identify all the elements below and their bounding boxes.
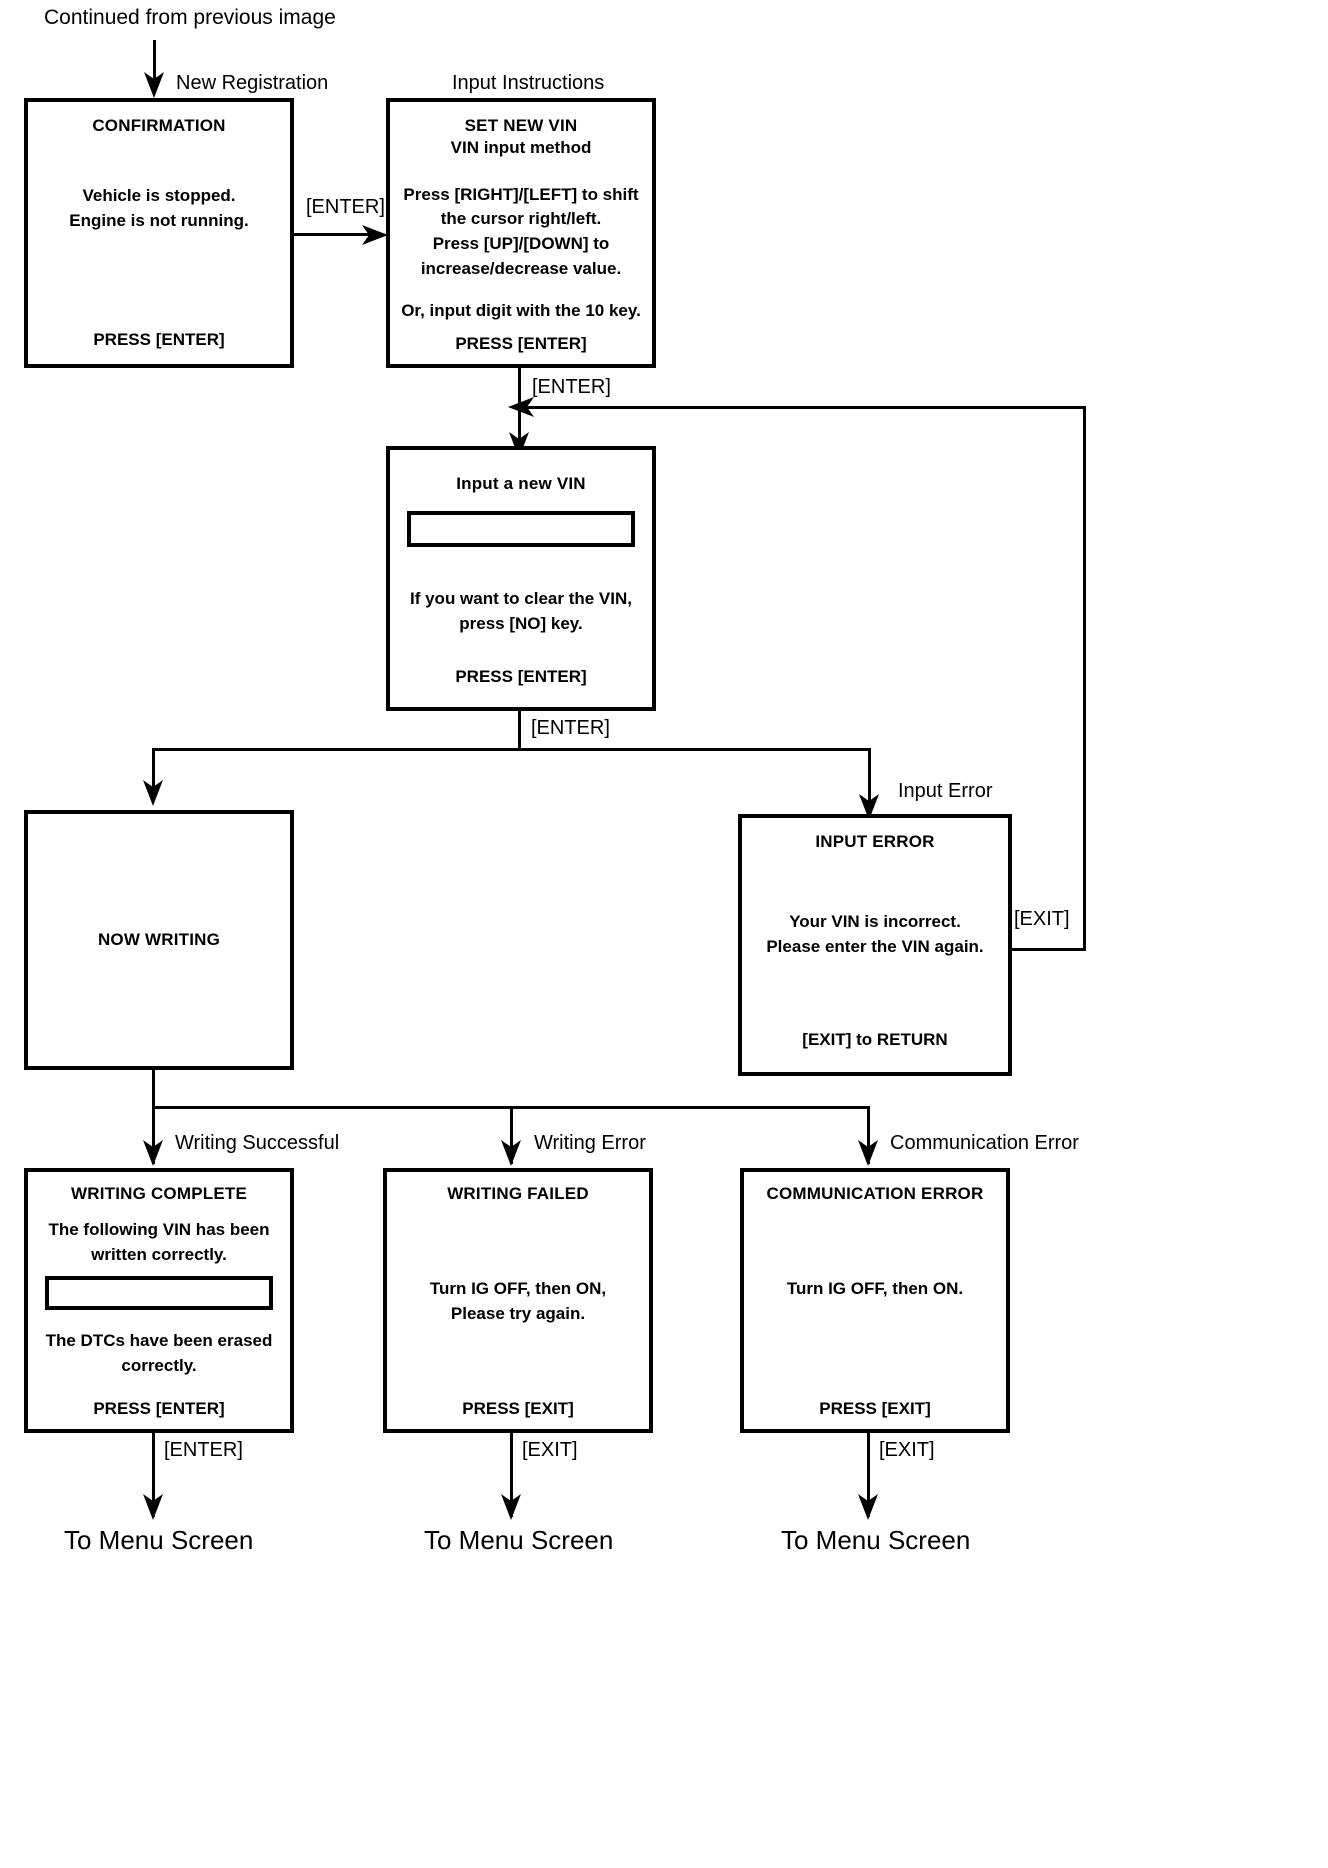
connector-writing-failed-to-menu bbox=[510, 1433, 513, 1517]
writing-complete-title: WRITING COMPLETE bbox=[70, 1184, 248, 1203]
arrowhead-down-icon bbox=[143, 1140, 163, 1166]
writing-complete-line-2: written correctly. bbox=[91, 1244, 227, 1264]
connector-to-communication-error bbox=[867, 1106, 870, 1164]
arrowhead-down-icon bbox=[858, 1494, 878, 1520]
connector-error-return-vertical bbox=[1083, 406, 1086, 951]
connector-error-return-horizontal bbox=[520, 406, 1086, 409]
confirmation-title: CONFIRMATION bbox=[92, 116, 226, 135]
screen-set-new-vin: SET NEW VIN VIN input method Press [RIGH… bbox=[386, 98, 656, 368]
edge-label-enter-1: [ENTER] bbox=[306, 196, 385, 218]
connector-inputvin-down bbox=[518, 711, 521, 750]
terminal-to-menu-screen-2: To Menu Screen bbox=[424, 1525, 614, 1555]
set-new-vin-footer: PRESS [ENTER] bbox=[455, 334, 587, 353]
screen-writing-failed: WRITING FAILED Turn IG OFF, then ON, Ple… bbox=[383, 1168, 653, 1433]
now-writing-title: NOW WRITING bbox=[97, 930, 221, 949]
vin-input-field[interactable] bbox=[407, 511, 635, 547]
caption-communication-error: Communication Error bbox=[890, 1132, 1079, 1154]
connector-note-to-confirmation bbox=[153, 40, 156, 92]
arrowhead-down-icon bbox=[509, 432, 529, 458]
screen-confirmation: CONFIRMATION Vehicle is stopped. Engine … bbox=[24, 98, 294, 368]
writing-failed-title: WRITING FAILED bbox=[447, 1184, 589, 1203]
arrowhead-down-icon bbox=[501, 1140, 521, 1166]
arrowhead-down-icon bbox=[143, 1494, 163, 1520]
set-new-vin-title: SET NEW VIN bbox=[464, 116, 578, 135]
communication-error-footer: PRESS [EXIT] bbox=[819, 1399, 931, 1418]
input-new-vin-footer: PRESS [ENTER] bbox=[455, 667, 587, 686]
communication-error-line-1: Turn IG OFF, then ON. bbox=[786, 1279, 964, 1298]
set-new-vin-subtitle: VIN input method bbox=[450, 138, 592, 157]
confirmation-line-2: Engine is not running. bbox=[69, 210, 249, 230]
caption-writing-error: Writing Error bbox=[534, 1132, 646, 1154]
writing-complete-line-1: The following VIN has been bbox=[48, 1220, 270, 1239]
connector-communication-error-to-menu bbox=[867, 1433, 870, 1517]
edge-label-enter-2: [ENTER] bbox=[532, 376, 611, 398]
set-new-vin-line-3: Press [UP]/[DOWN] to bbox=[432, 233, 610, 253]
input-new-vin-title: Input a new VIN bbox=[456, 474, 586, 493]
arrowhead-down-icon bbox=[858, 1140, 878, 1166]
arrowhead-down-icon bbox=[859, 794, 879, 820]
writing-complete-footer: PRESS [ENTER] bbox=[93, 1399, 225, 1418]
connector-error-exit-horizontal bbox=[1011, 948, 1086, 951]
terminal-to-menu-screen-3: To Menu Screen bbox=[781, 1525, 971, 1555]
input-error-line-1: Your VIN is incorrect. bbox=[789, 912, 961, 931]
screen-communication-error: COMMUNICATION ERROR Turn IG OFF, then ON… bbox=[740, 1168, 1010, 1433]
screen-input-error: INPUT ERROR Your VIN is incorrect. Pleas… bbox=[738, 814, 1012, 1076]
set-new-vin-line-1: Press [RIGHT]/[LEFT] to shift bbox=[403, 184, 639, 204]
writing-complete-line-3: The DTCs have been erased bbox=[45, 1331, 273, 1351]
caption-input-error: Input Error bbox=[898, 780, 993, 802]
caption-new-registration: New Registration bbox=[176, 72, 329, 94]
connector-to-input-error bbox=[868, 748, 871, 816]
connector-to-writing-failed bbox=[510, 1106, 513, 1164]
edge-label-enter-3: [ENTER] bbox=[531, 717, 610, 739]
arrowhead-down-icon bbox=[143, 780, 163, 806]
screen-input-new-vin: Input a new VIN If you want to clear the… bbox=[386, 446, 656, 711]
input-error-footer: [EXIT] to RETURN bbox=[802, 1030, 948, 1049]
written-vin-field bbox=[45, 1276, 273, 1311]
terminal-to-menu-screen-1: To Menu Screen bbox=[64, 1525, 254, 1555]
screen-writing-complete: WRITING COMPLETE The following VIN has b… bbox=[24, 1168, 294, 1433]
connector-to-now-writing bbox=[152, 748, 155, 800]
connector-confirmation-to-setvin bbox=[294, 233, 372, 236]
arrowhead-right-icon bbox=[362, 225, 388, 245]
writing-failed-footer: PRESS [EXIT] bbox=[462, 1399, 574, 1418]
edge-label-exit-bottom-1: [EXIT] bbox=[522, 1439, 578, 1461]
edge-label-enter-bottom: [ENTER] bbox=[164, 1439, 243, 1461]
continued-from-previous-note: Continued from previous image bbox=[44, 6, 336, 29]
caption-writing-successful: Writing Successful bbox=[175, 1132, 340, 1154]
input-new-vin-line-2: press [NO] key. bbox=[459, 613, 583, 633]
confirmation-footer: PRESS [ENTER] bbox=[93, 330, 225, 349]
input-error-line-2: Please enter the VIN again. bbox=[766, 936, 984, 956]
writing-complete-line-4: correctly. bbox=[121, 1355, 197, 1375]
edge-label-exit-bottom-2: [EXIT] bbox=[879, 1439, 935, 1461]
input-new-vin-line-1: If you want to clear the VIN, bbox=[410, 589, 632, 608]
writing-failed-line-2: Please try again. bbox=[450, 1303, 586, 1323]
set-new-vin-note: Or, input digit with the 10 key. bbox=[401, 301, 641, 321]
set-new-vin-line-4: increase/decrease value. bbox=[420, 258, 622, 278]
set-new-vin-line-2: the cursor right/left. bbox=[440, 209, 602, 229]
arrowhead-left-icon bbox=[508, 397, 534, 417]
communication-error-title: COMMUNICATION ERROR bbox=[766, 1184, 984, 1203]
caption-input-instructions: Input Instructions bbox=[452, 72, 605, 94]
writing-failed-line-1: Turn IG OFF, then ON, bbox=[429, 1279, 607, 1298]
connector-nowwriting-down bbox=[152, 1070, 155, 1108]
confirmation-line-1: Vehicle is stopped. bbox=[82, 186, 236, 205]
connector-to-writing-complete bbox=[152, 1106, 155, 1164]
edge-label-exit-loop: [EXIT] bbox=[1014, 908, 1070, 930]
connector-writing-complete-to-menu bbox=[152, 1433, 155, 1517]
screen-now-writing: NOW WRITING bbox=[24, 810, 294, 1070]
input-error-title: INPUT ERROR bbox=[815, 832, 935, 851]
arrowhead-down-icon bbox=[144, 72, 164, 98]
arrowhead-down-icon bbox=[501, 1494, 521, 1520]
connector-split-horizontal bbox=[152, 748, 870, 751]
